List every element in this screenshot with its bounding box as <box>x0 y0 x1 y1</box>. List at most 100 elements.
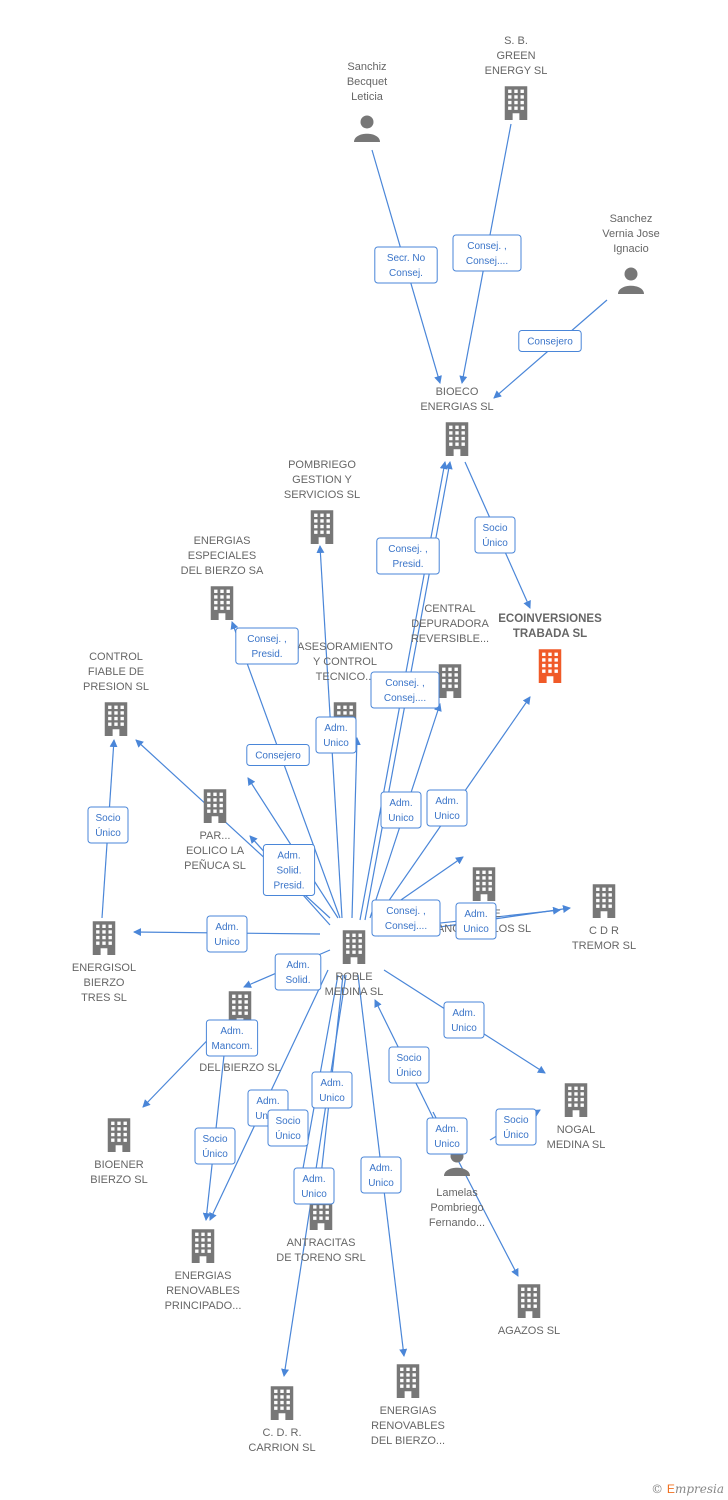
edge-label-text: Unico <box>463 924 489 935</box>
node-label: TRABADA SL <box>513 628 587 640</box>
edge-label-text: Consej. <box>389 268 423 279</box>
node-label: PEÑUCA SL <box>184 859 246 872</box>
node-label: MEDINA SL <box>547 1139 606 1151</box>
edge-label-roble-to-parque[interactable]: Adm.Solid.Presid. <box>262 844 316 896</box>
node-label: CENTRAL <box>424 603 475 615</box>
node-central[interactable]: CENTRALDEPURADORAREVERSIBLE... <box>411 603 490 698</box>
node-cdrcarrion[interactable]: C. D. R.CARRION SL <box>248 1386 316 1454</box>
building-icon <box>592 884 616 918</box>
edge-label-roble-to-cdr[interactable]: Adm. Unico <box>455 902 497 940</box>
node-label: ENERGIAS <box>194 535 251 547</box>
building-icon <box>92 921 116 955</box>
node-nogal[interactable]: NOGAL MEDINA SL <box>547 1083 606 1151</box>
edge-label-roble-to-asesor[interactable]: Consejero <box>246 744 310 766</box>
node-label: DE TORENO SRL <box>276 1252 365 1264</box>
node-label: ENERGIAS SL <box>420 401 493 413</box>
edge-label-roble-to-central[interactable]: Consej. , Consej.... <box>370 671 440 709</box>
edge-label-roble-to-cdr[interactable]: Consej. ,Consej.... <box>371 899 441 937</box>
node-label: BIERZO <box>84 977 125 989</box>
node-label: PAR... <box>200 830 231 842</box>
node-label: SERVICIOS SL <box>284 489 360 501</box>
edge-label-roble-to-eeb[interactable]: Consej. , Presid. <box>235 627 299 665</box>
edge-label-text: Adm. <box>220 1026 243 1037</box>
edge-label-text: Consej.... <box>384 693 426 704</box>
edge-label-text: Unico <box>451 1023 477 1034</box>
node-label: TECNICO... <box>316 671 375 683</box>
edge-label-lamelas-to-agazos[interactable]: Adm.Unico <box>426 1117 468 1155</box>
edge-label-sbgreen-to-bioeco[interactable]: Consej. ,Consej.... <box>452 234 522 272</box>
node-label: ENERGIAS <box>175 1270 232 1282</box>
building-icon <box>438 664 462 698</box>
edge-label-sdb-to-bioener[interactable]: Adm.Mancom. <box>205 1019 259 1057</box>
node-erp[interactable]: ENERGIASRENOVABLESPRINCIPADO... <box>165 1229 242 1312</box>
edge-label-text: Adm. <box>464 909 487 920</box>
node-label: ENERGIAS <box>380 1405 437 1417</box>
edge-label-roble-to-antracitas[interactable]: Adm.Unico <box>311 1071 353 1109</box>
edge-label-text: Único <box>396 1066 422 1079</box>
edge-label-roble-to-nogal[interactable]: Adm.Unico <box>443 1001 485 1039</box>
node-label: REVERSIBLE... <box>411 633 489 645</box>
copyright-symbol: © <box>651 1482 664 1496</box>
edge-label-text: Unico <box>319 1093 345 1104</box>
building-icon <box>107 1118 131 1152</box>
edge-label-roble-to-ecoinv[interactable]: Adm.Unico <box>426 789 468 827</box>
node-label: RENOVABLES <box>166 1285 240 1297</box>
edge-roble-to-asesor <box>351 737 361 919</box>
node-label: CONTROL <box>89 651 143 663</box>
edge-label-text: Unico <box>323 738 349 749</box>
edge-label-sanchez-to-bioeco[interactable]: Consejero <box>518 330 582 352</box>
node-agazos[interactable]: AGAZOS SL <box>498 1284 560 1337</box>
node-label: NOGAL <box>557 1124 596 1136</box>
building-icon <box>564 1083 588 1117</box>
edge-label-roble-to-pombriego[interactable]: Adm.Unico <box>315 716 357 754</box>
edge-label-roble-to-cdrcarrion[interactable]: Adm.Unico <box>293 1167 335 1205</box>
node-control[interactable]: CONTROL FIABLE DE PRESION SL <box>83 651 149 736</box>
edge-label-roble-to-angost[interactable]: Adm.Unico <box>380 791 422 829</box>
building-icon <box>472 867 496 901</box>
node-label: Vernia Jose <box>602 228 659 240</box>
node-label: CARRION SL <box>248 1442 315 1454</box>
node-label: BIERZO SL <box>90 1174 147 1186</box>
edge-label-text: Socio <box>95 813 120 824</box>
edge-label-roble-to-erdb[interactable]: Adm.Unico <box>360 1156 402 1194</box>
node-label: FIABLE DE <box>88 666 144 678</box>
edge-label-roble-to-sdb[interactable]: Adm.Solid. <box>274 953 322 991</box>
building-icon <box>445 422 469 456</box>
edge-label-text: Socio <box>396 1053 421 1064</box>
edge-label-text: Consej. , <box>247 634 286 645</box>
edge-label-text: Socio <box>202 1134 227 1145</box>
edge-label-roble-to-energisol[interactable]: Adm.Unico <box>206 915 248 953</box>
building-icon <box>191 1229 215 1263</box>
node-lamelas[interactable]: LamelasPombriegoFernando... <box>429 1149 485 1230</box>
node-label: Fernando... <box>429 1217 485 1229</box>
edge-label-roble-to-bioeco[interactable]: Consej. ,Presid. <box>376 537 440 575</box>
edge-label-text: Presid. <box>251 649 282 660</box>
edge-label-text: Adm. <box>256 1096 279 1107</box>
node-label: DEL BIERZO... <box>371 1435 445 1447</box>
node-label: TRES SL <box>81 992 127 1004</box>
edge-label-text: Consej. , <box>385 678 424 689</box>
node-label: PRESION SL <box>83 681 149 693</box>
